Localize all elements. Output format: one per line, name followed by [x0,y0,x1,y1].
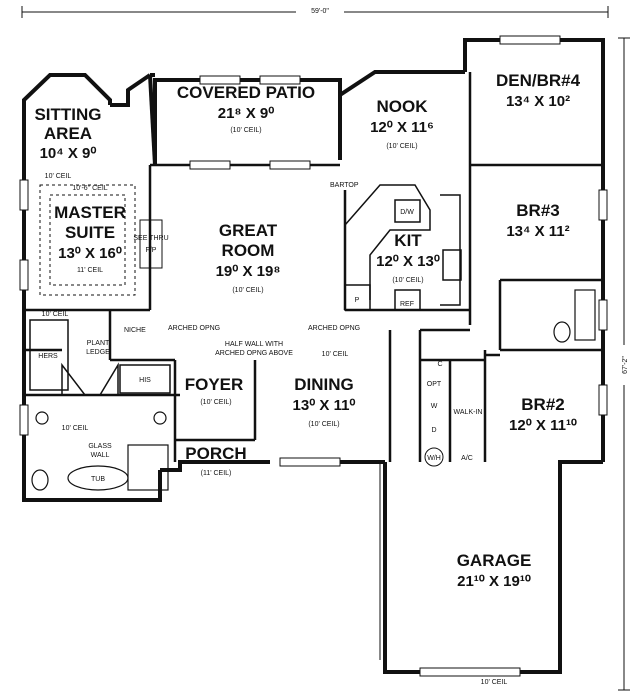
coat-closet-label: C [437,361,442,368]
half-wall-label-2: ARCHED OPNG ABOVE [215,350,293,357]
great-room-name-1: GREAT [219,221,278,240]
sitting-area-name-1: SITTING [34,105,101,124]
foyer-ceil: (10' CEIL) [200,399,231,406]
porch-ceil: (11' CEIL) [201,470,232,477]
niche-label: NICHE [124,327,146,334]
tray-ceiling-inner [49,194,126,286]
bath-fixtures [31,289,596,491]
dishwasher-label: D/W [400,209,414,216]
den-name: DEN/BR#4 [496,71,581,90]
dining-area-ceil: 10' CEIL [322,351,349,358]
tub-label: TUB [91,476,105,483]
ref-label: REF [400,301,414,308]
master-suite-name-2: SUITE [65,223,115,242]
br3-dim: 13⁴ X 11² [506,223,569,240]
overall-width-label: 59'-0" [311,8,329,15]
porch-name: PORCH [185,444,246,463]
bartop-label: BARTOP [330,182,359,189]
closets [29,319,171,396]
br2-dim: 12⁰ X 11¹⁰ [509,417,577,434]
nook-ceil: (10' CEIL) [386,143,417,150]
walk-in-label: WALK-IN [454,409,483,416]
his-closet-label: HIS [139,377,151,384]
ac-label: A/C [461,455,473,462]
overall-depth-label: 67'-2" [622,356,629,374]
great-room-dim: 19⁰ X 19⁸ [216,263,281,280]
garage-name: GARAGE [457,551,532,570]
sitting-area-name-2: AREA [44,124,92,143]
arched-opening-label-1: ARCHED OPNG [168,325,220,332]
fireplace [139,219,163,269]
hers-closet-label: HERS [38,353,58,360]
glass-wall-label-1: GLASS [88,443,112,450]
water-heater [424,447,444,467]
master-suite-dim: 13⁰ X 16⁰ [58,245,122,262]
glass-wall-label-2: WALL [91,452,110,459]
garage-ceil: 10' CEIL [481,679,508,686]
den-dim: 13⁴ X 10² [506,93,570,110]
kitchen-dim: 12⁰ X 13⁰ [376,253,440,270]
windows [19,35,608,677]
arched-opening-label-2: ARCHED OPNG [308,325,360,332]
bath-ceil: 10' CEIL [62,425,89,432]
opt-label: OPT [427,381,442,388]
master-closet-ceil: 10' CEIL [42,311,69,318]
sitting-area-dim: 10⁴ X 9⁰ [40,145,97,162]
master-ceil: 11' CEIL [77,267,103,274]
nook-name: NOOK [377,97,429,116]
plant-ledge-label-2: LEDGE [86,349,110,356]
great-room-ceil: (10' CEIL) [232,287,263,294]
covered-patio-ceil: (10' CEIL) [230,127,261,134]
covered-patio-name: COVERED PATIO [177,83,315,102]
washer-label: W [431,403,438,410]
sitting-ceil: 10' CEIL [45,173,72,180]
garage-dim: 21¹⁰ X 19¹⁰ [457,573,531,590]
master-tray-ceil: 10'-6" CEIL [72,185,107,192]
dining-dim: 13⁰ X 11⁰ [293,397,356,414]
dryer-label: D [431,427,436,434]
br2-name: BR#2 [521,395,564,414]
plant-ledge-label-1: PLANT [87,340,110,347]
dining-ceil: (10' CEIL) [308,421,339,428]
see-thru-label-2: F/P [146,247,157,254]
pantry-label: P [355,297,360,304]
br3-name: BR#3 [516,201,559,220]
kitchen-counters [344,184,462,311]
half-wall-label-1: HALF WALL WITH [225,341,283,348]
kitchen-ceil: (10' CEIL) [392,277,423,284]
foyer-name: FOYER [185,375,244,394]
nook-dim: 12⁰ X 11⁶ [370,119,434,136]
dining-name: DINING [294,375,354,394]
great-room-name-2: ROOM [222,241,275,260]
kitchen-name: KIT [394,231,422,250]
covered-patio-dim: 21⁸ X 9⁰ [218,105,274,122]
master-suite-name-1: MASTER [54,203,126,222]
tray-ceiling-outer [39,184,136,296]
water-heater-label: W/H [427,455,441,462]
see-thru-label-1: SEE THRU [133,235,168,242]
